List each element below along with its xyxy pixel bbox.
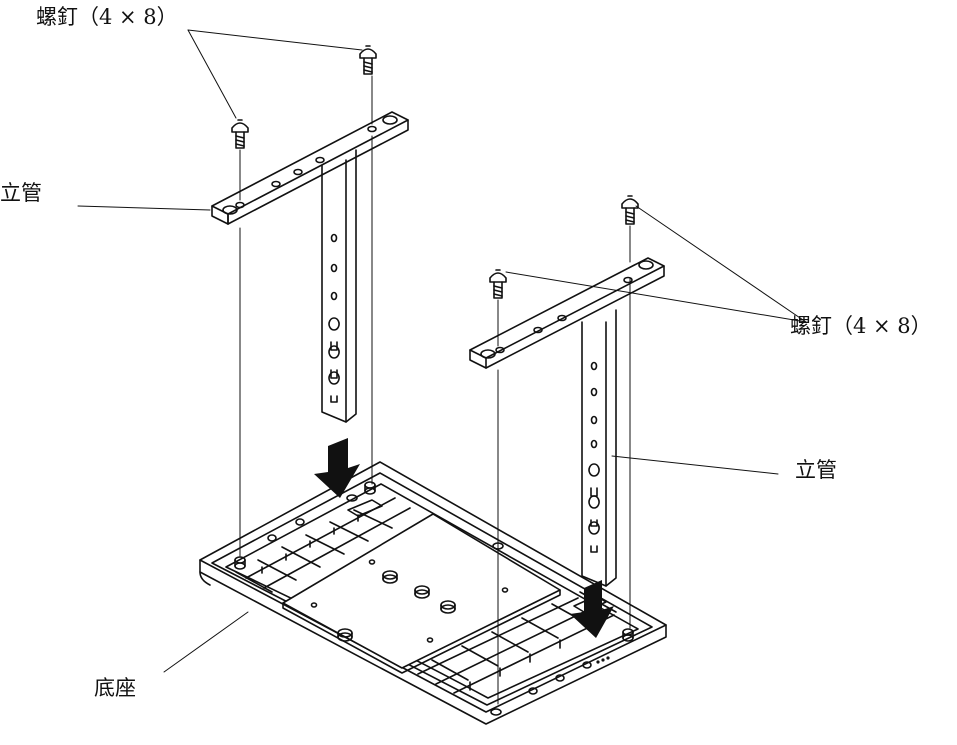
insert-arrow-left <box>314 438 360 498</box>
left-tube-assembly <box>211 45 409 557</box>
right-guide-lines <box>497 225 631 705</box>
left-guide-lines <box>239 75 373 557</box>
label-screw-right: 螺釘（4 × 8） <box>790 314 932 338</box>
label-tube-right: 立管 <box>795 458 837 482</box>
label-base: 底座 <box>94 676 136 700</box>
left-screw-2 <box>359 45 377 75</box>
left-bracket <box>211 111 409 225</box>
right-vertical-tube <box>581 309 617 587</box>
label-screw-top-left: 螺釘（4 × 8） <box>36 5 178 29</box>
label-tube-left: 立管 <box>0 181 42 205</box>
right-screw-2 <box>621 195 639 225</box>
right-screw-1 <box>489 269 507 299</box>
insert-arrow-right <box>570 580 614 638</box>
left-vertical-tube <box>321 149 357 423</box>
right-bracket <box>469 257 665 369</box>
plate-bumps <box>310 559 509 643</box>
left-screw-1 <box>231 119 249 149</box>
right-tube-assembly <box>469 195 665 705</box>
base-tray <box>199 461 667 725</box>
leader-lines <box>77 29 807 673</box>
